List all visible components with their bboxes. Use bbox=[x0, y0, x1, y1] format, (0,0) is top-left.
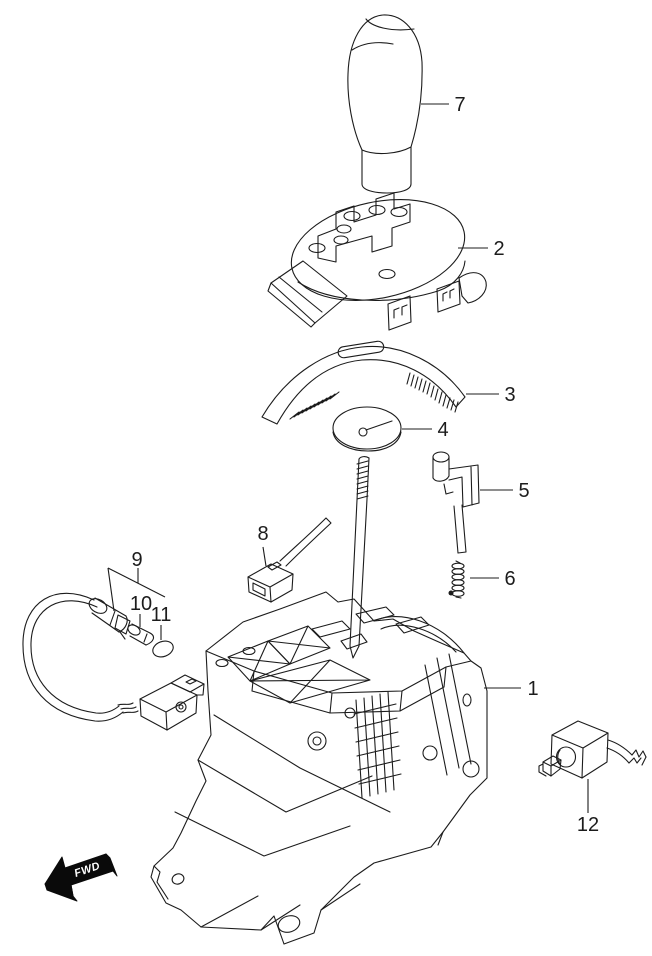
lever-rod bbox=[349, 456, 370, 659]
guide-lever bbox=[432, 451, 480, 554]
indicator-plate bbox=[267, 192, 487, 331]
callout-6: 6 bbox=[470, 568, 516, 590]
callout-3: 3 bbox=[466, 384, 516, 406]
callout-11-label: 11 bbox=[151, 604, 172, 626]
callout-3-label: 3 bbox=[504, 384, 515, 406]
callout-5-label: 5 bbox=[518, 480, 529, 502]
callout-9-label: 9 bbox=[131, 549, 142, 571]
callout-8-label: 8 bbox=[257, 523, 268, 545]
callout-10: 10 bbox=[130, 593, 152, 627]
callout-2: 2 bbox=[458, 238, 505, 260]
callout-2-label: 2 bbox=[493, 238, 504, 260]
switch-connector bbox=[247, 517, 332, 603]
callout-12: 12 bbox=[577, 779, 599, 836]
solenoid bbox=[538, 720, 647, 779]
shift-knob bbox=[347, 14, 423, 194]
callout-6-label: 6 bbox=[504, 568, 515, 590]
callout-11: 11 bbox=[151, 604, 172, 640]
callout-7: 7 bbox=[421, 94, 466, 116]
callout-9: 9 bbox=[107, 549, 166, 612]
bulb-socket-harness bbox=[22, 592, 205, 731]
callout-8: 8 bbox=[257, 523, 269, 567]
callout-5: 5 bbox=[480, 480, 530, 502]
callout-4-label: 4 bbox=[437, 419, 448, 441]
shifter-housing bbox=[150, 590, 488, 945]
callout-10-label: 10 bbox=[130, 593, 152, 615]
callout-12-label: 12 bbox=[577, 814, 599, 836]
callout-4: 4 bbox=[402, 419, 449, 441]
fwd-arrow-icon: FWD bbox=[44, 853, 118, 902]
cover-cap bbox=[332, 406, 402, 452]
callout-1-label: 1 bbox=[527, 678, 538, 700]
callout-7-label: 7 bbox=[454, 94, 465, 116]
callout-1: 1 bbox=[484, 678, 539, 700]
slider-cover bbox=[261, 340, 466, 425]
spring bbox=[451, 560, 465, 599]
